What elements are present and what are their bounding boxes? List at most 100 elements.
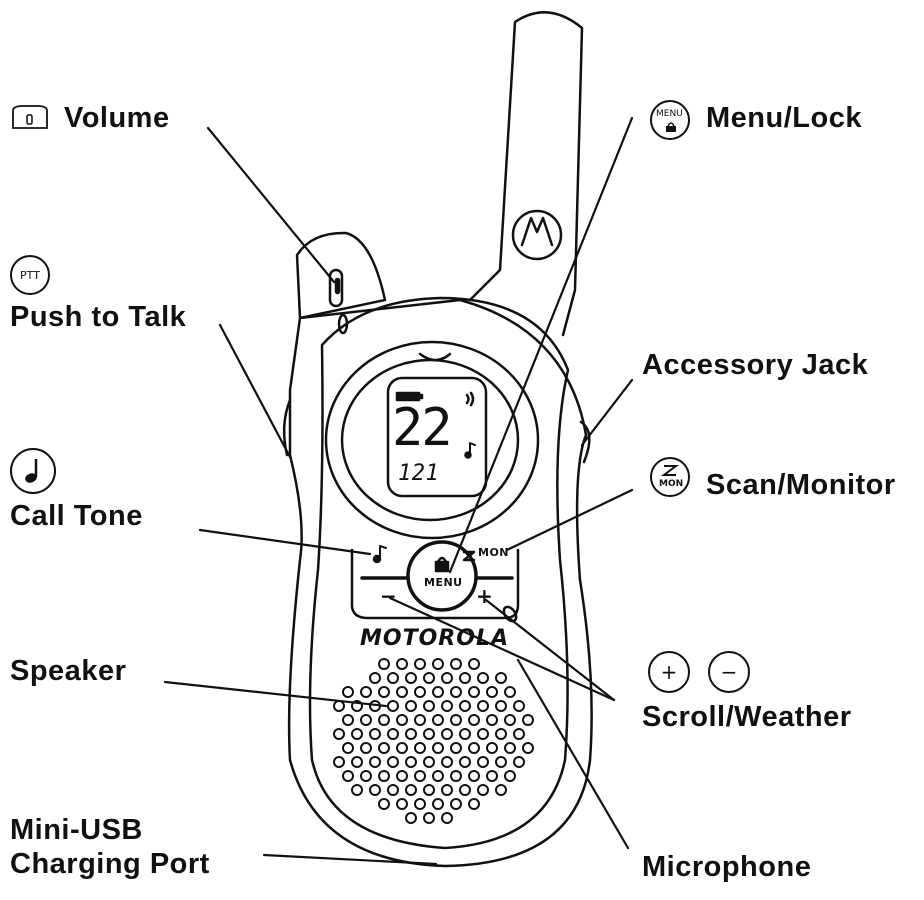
speaker-hole	[522, 742, 534, 754]
speaker-hole	[378, 658, 390, 670]
speaker-hole	[387, 672, 399, 684]
speaker-hole	[360, 714, 372, 726]
speaker-hole	[432, 742, 444, 754]
speaker-hole	[414, 658, 426, 670]
speaker-hole	[405, 728, 417, 740]
speaker-hole	[432, 798, 444, 810]
radio-menu-button-label: MENU	[424, 576, 463, 589]
scan-glyph	[462, 550, 476, 562]
label-accessory-jack: Accessory Jack	[642, 349, 869, 381]
speaker-hole	[432, 714, 444, 726]
speaker-hole	[450, 714, 462, 726]
speaker-hole	[486, 686, 498, 698]
speaker-hole	[441, 728, 453, 740]
speaker-hole	[378, 798, 390, 810]
speaker-hole	[387, 784, 399, 796]
speaker-hole	[423, 700, 435, 712]
speaker-hole	[441, 700, 453, 712]
speaker-hole	[459, 672, 471, 684]
speaker-hole	[369, 672, 381, 684]
speaker-hole	[333, 756, 345, 768]
speaker-hole	[342, 742, 354, 754]
label-usb-line2: Charging Port	[10, 848, 210, 880]
volume-knob	[295, 231, 387, 320]
speaker-hole	[450, 770, 462, 782]
speaker-hole	[360, 742, 372, 754]
antenna	[468, 11, 584, 337]
speaker-hole	[369, 784, 381, 796]
speaker-hole	[504, 770, 516, 782]
speaker-hole	[378, 742, 390, 754]
label-scan-monitor: Scan/Monitor	[706, 469, 896, 501]
speaker-hole	[351, 756, 363, 768]
speaker-hole	[423, 672, 435, 684]
speaker-hole	[378, 770, 390, 782]
motorola-logo-icon	[511, 209, 563, 261]
speaker-hole	[423, 728, 435, 740]
speaker-hole	[432, 658, 444, 670]
speaker-hole	[522, 714, 534, 726]
speaker-hole	[504, 714, 516, 726]
speaker-hole	[495, 672, 507, 684]
speaker-hole	[369, 756, 381, 768]
speaker-hole	[468, 658, 480, 670]
label-menu-lock: Menu/Lock	[706, 102, 862, 134]
speaker-hole	[396, 658, 408, 670]
speaker-hole	[513, 756, 525, 768]
speaker-hole	[468, 742, 480, 754]
speaker-hole	[459, 700, 471, 712]
speaker-hole	[351, 784, 363, 796]
speaker-hole	[441, 812, 453, 824]
speaker-hole	[468, 686, 480, 698]
speaker-hole	[450, 658, 462, 670]
menu-lock-icon: MENU	[650, 100, 690, 140]
speaker-hole	[495, 728, 507, 740]
speaker-hole	[477, 756, 489, 768]
label-speaker: Speaker	[10, 655, 127, 687]
speaker-hole	[450, 742, 462, 754]
speaker-hole	[414, 742, 426, 754]
minus-icon: −	[708, 651, 750, 693]
minus-icon-text: −	[720, 660, 738, 684]
speaker-hole	[468, 714, 480, 726]
speaker-hole	[495, 784, 507, 796]
speaker-hole	[351, 728, 363, 740]
speaker-hole	[513, 700, 525, 712]
speaker-hole	[423, 784, 435, 796]
speaker-hole	[342, 770, 354, 782]
speaker-hole	[477, 700, 489, 712]
speaker-hole	[414, 714, 426, 726]
speaker-hole	[441, 672, 453, 684]
speaker-hole	[459, 728, 471, 740]
speaker-hole	[405, 784, 417, 796]
label-volume: Volume	[64, 102, 170, 134]
speaker-hole	[405, 756, 417, 768]
speaker-hole	[423, 812, 435, 824]
speaker-hole	[423, 756, 435, 768]
speaker-hole	[351, 700, 363, 712]
plus-icon: +	[648, 651, 690, 693]
speaker-hole	[405, 700, 417, 712]
speaker-hole	[387, 700, 399, 712]
speaker-hole	[459, 756, 471, 768]
speaker-hole	[450, 798, 462, 810]
speaker-hole	[477, 784, 489, 796]
label-usb-line1: Mini-USB	[10, 814, 143, 846]
speaker-hole	[432, 686, 444, 698]
plus-icon-text: +	[660, 660, 678, 684]
speaker-hole	[369, 728, 381, 740]
speaker-hole	[360, 686, 372, 698]
call-tone-note-glyph	[379, 545, 387, 559]
speaker-hole	[378, 714, 390, 726]
speaker-hole	[486, 714, 498, 726]
radio-plus-label: +	[476, 584, 494, 608]
speaker-hole	[477, 672, 489, 684]
label-push-to-talk: Push to Talk	[10, 301, 187, 333]
speaker-hole	[486, 742, 498, 754]
speaker-hole	[405, 812, 417, 824]
speaker-hole	[342, 686, 354, 698]
speaker-hole	[387, 728, 399, 740]
call-tone-icon	[10, 448, 56, 494]
